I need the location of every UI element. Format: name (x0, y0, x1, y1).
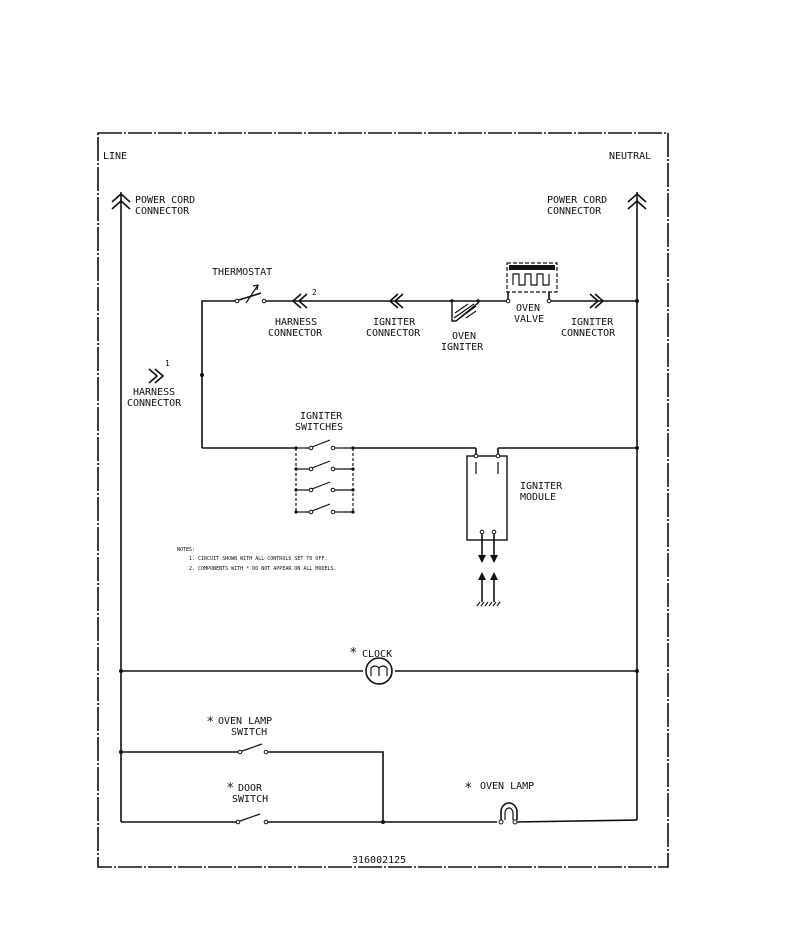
oven-circuit-wires (201, 300, 637, 448)
oven-valve-label-2: VALVE (514, 314, 544, 325)
line-label: LINE (103, 151, 127, 162)
power-cord-connector-left-label-2: CONNECTOR (135, 206, 190, 217)
clock-marker: * (350, 646, 357, 661)
power-cord-connector-left (111, 192, 131, 210)
igniter-connector-right-label-1: IGNITER (571, 317, 614, 328)
line-junction-lamp-switch (119, 750, 123, 754)
oven-lamp-label: OVEN LAMP (480, 781, 534, 792)
igniter-switch-1 (294, 439, 355, 451)
line-junction-clock (119, 669, 123, 673)
door-switch-label-2: SWITCH (232, 794, 268, 805)
harness-connector-top-ref: 2 (312, 288, 317, 297)
clock-label: CLOCK (362, 649, 392, 660)
oven-lamp-switch-marker: * (207, 715, 214, 730)
harness-connector-left-label-1: HARNESS (133, 387, 175, 398)
harness-connector-left-ref: 1 (165, 359, 170, 368)
neutral-junction-top (635, 299, 639, 303)
note-1: 1. CIRCUIT SHOWN WITH ALL CONTROLS SET T… (189, 556, 327, 562)
neutral-junction-switches (635, 446, 639, 450)
igniter-switch-2 (294, 460, 355, 472)
oven-igniter-label-1: OVEN (452, 331, 476, 342)
thermostat-symbol (234, 284, 267, 304)
harness-connector-top-label-1: HARNESS (275, 317, 317, 328)
neutral-label: NEUTRAL (609, 151, 651, 162)
oven-lamp-switch-wires (121, 751, 384, 822)
igniter-module-symbol (466, 453, 508, 607)
igniter-switches-wires (202, 447, 637, 512)
igniter-switch-3 (294, 481, 355, 493)
note-2: 2. COMPONENTS WITH * DO NOT APPEAR ON AL… (189, 566, 337, 572)
power-cord-connector-left-label-1: POWER CORD (135, 195, 195, 206)
power-cord-connector-right-label-1: POWER CORD (547, 195, 607, 206)
igniter-connector-right-symbol (589, 293, 605, 309)
igniter-switches-label-1: IGNITER (300, 411, 343, 422)
harness-connector-left-label-2: CONNECTOR (127, 398, 182, 409)
igniter-switches-label-2: SWITCHES (295, 422, 343, 433)
door-switch-marker: * (227, 781, 234, 796)
oven-lamp-switch-symbol (237, 743, 269, 755)
igniter-connector-top-label-1: IGNITER (373, 317, 416, 328)
thermostat-label: THERMOSTAT (212, 267, 272, 278)
oven-lamp-symbol (498, 802, 518, 825)
notes-heading: NOTES: (177, 547, 195, 553)
neutral-junction-clock (635, 669, 639, 673)
igniter-connector-top-label-2: CONNECTOR (366, 328, 421, 339)
oven-valve-symbol (505, 262, 558, 304)
power-cord-connector-right (627, 192, 647, 210)
igniter-switch-4 (294, 503, 355, 515)
oven-lamp-switch-label-1: OVEN LAMP (218, 716, 272, 727)
igniter-module-label-2: MODULE (520, 492, 556, 503)
power-cord-connector-right-label-2: CONNECTOR (547, 206, 602, 217)
door-switch-wires (121, 819, 638, 823)
clock-motor-symbol (365, 657, 393, 685)
harness-connector-left-symbol (148, 368, 165, 384)
harness-connector-top-label-2: CONNECTOR (268, 328, 323, 339)
igniter-module-label-1: IGNITER (520, 481, 563, 492)
igniter-connector-right-label-2: CONNECTOR (561, 328, 616, 339)
diagram-frame (97, 132, 669, 868)
door-switch-symbol (235, 813, 269, 825)
igniter-connector-top-symbol (388, 293, 404, 309)
junction-door-lamp (381, 820, 385, 824)
oven-lamp-switch-label-2: SWITCH (231, 727, 267, 738)
harness-connector-top-symbol (291, 293, 308, 309)
drawing-number: 316002125 (352, 855, 406, 866)
oven-igniter-label-2: IGNITER (441, 342, 484, 353)
oven-igniter-symbol (450, 299, 480, 322)
oven-valve-label-1: OVEN (516, 303, 540, 314)
oven-lamp-marker: * (465, 781, 472, 796)
harness-junction-left (200, 373, 204, 377)
door-switch-label-1: DOOR (238, 783, 263, 794)
